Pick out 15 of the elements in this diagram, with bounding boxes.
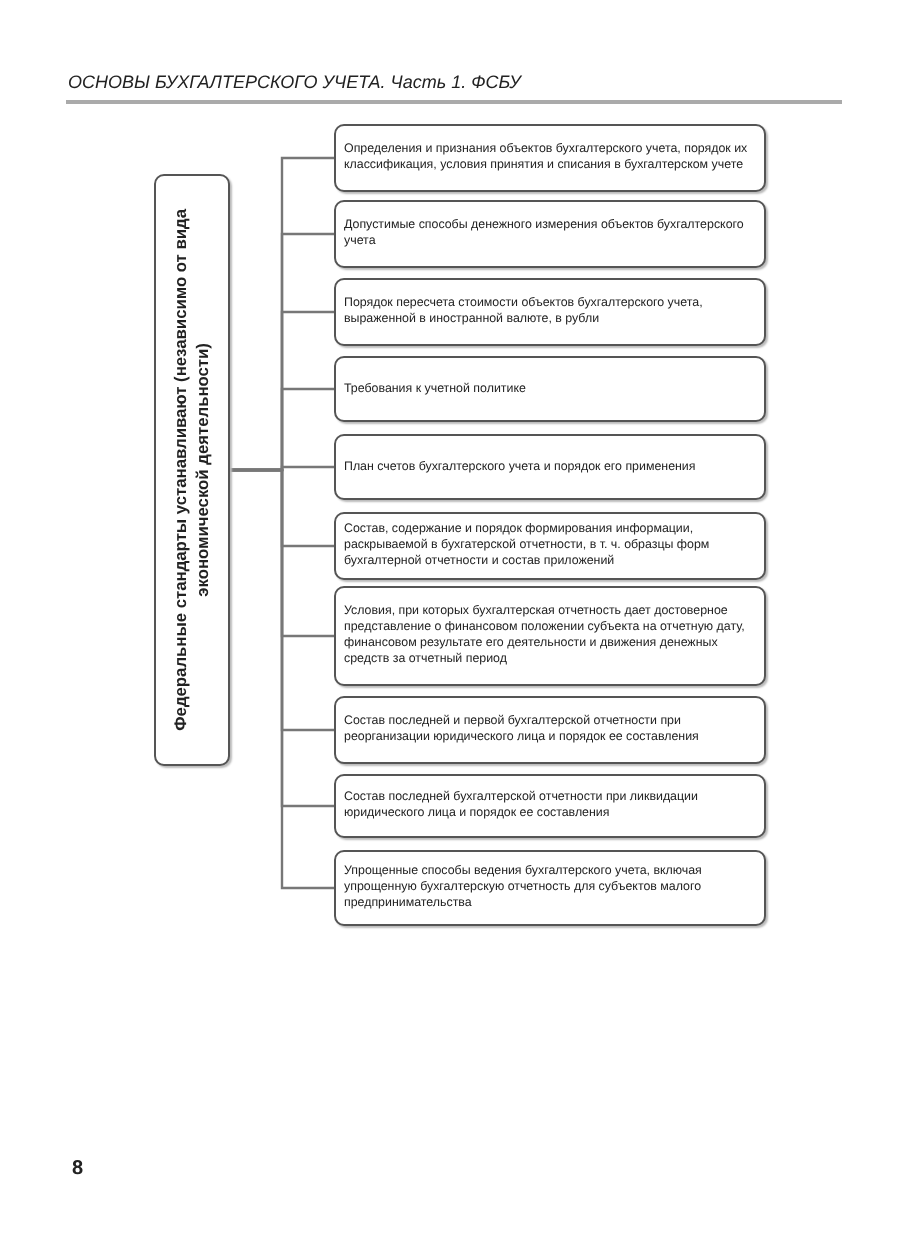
item-box — [334, 774, 766, 838]
page-number: 8 — [72, 1158, 84, 1180]
item-box — [334, 512, 766, 580]
item-box — [334, 124, 766, 192]
page-header: ОСНОВЫ БУХГАЛТЕРСКОГО УЧЕТА. Часть 1. ФСБУ — [68, 72, 521, 92]
item-box — [334, 200, 766, 268]
item-box — [334, 696, 766, 764]
item-box — [334, 278, 766, 346]
item-box — [334, 356, 766, 422]
root-box — [154, 174, 230, 766]
item-box — [334, 586, 766, 686]
root-text: Федеральные стандарты устанавливают (независимо от вида экономической деятельности) — [170, 206, 214, 735]
connector-line — [230, 468, 334, 890]
item-box — [334, 850, 766, 926]
item-box — [334, 434, 766, 500]
